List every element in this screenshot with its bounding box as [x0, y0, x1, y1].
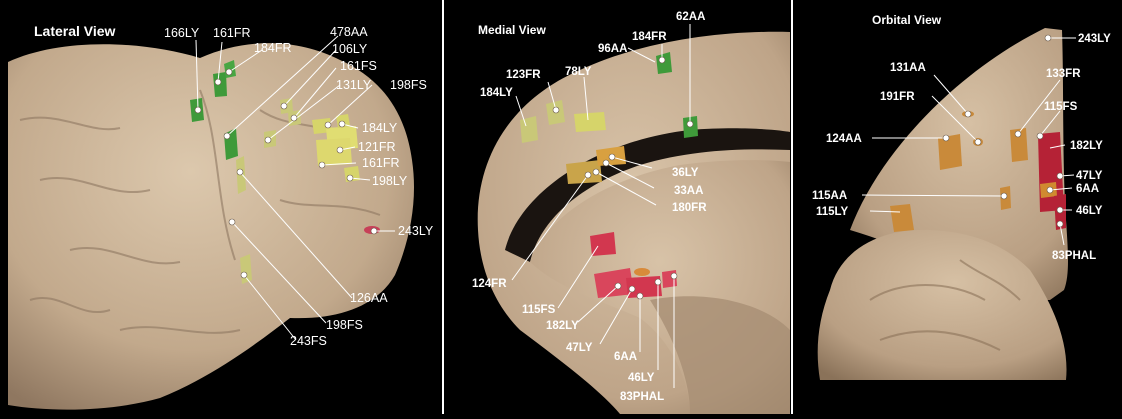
orbital-label-182LY: 182LY [1070, 140, 1103, 152]
lateral-label-161FR-2: 161FR [362, 156, 400, 170]
medial-label-180FR: 180FR [672, 202, 707, 214]
medial-panel: Medial View 62AA 184FR 96AA 123FR 78LY 1… [472, 11, 790, 414]
orbital-label-243LY: 243LY [1078, 33, 1111, 45]
lateral-label-243LY: 243LY [398, 224, 434, 238]
medial-label-182LY: 182LY [546, 320, 579, 332]
medial-label-83PHAL: 83PHAL [620, 391, 664, 403]
lateral-label-131LY: 131LY [336, 78, 372, 92]
lateral-label-243FS: 243FS [290, 334, 327, 348]
lateral-label-161FR: 161FR [213, 26, 251, 40]
lateral-label-126AA: 126AA [350, 291, 388, 305]
lateral-label-166LY: 166LY [164, 26, 200, 40]
orbital-label-115FS: 115FS [1044, 101, 1078, 113]
lateral-brain-surface [8, 43, 414, 409]
lateral-label-184FR: 184FR [254, 41, 292, 55]
medial-label-123FR: 123FR [506, 69, 541, 81]
lateral-label-184LY: 184LY [362, 121, 398, 135]
lateral-panel: Lateral View 166LY 161FR 184FR 478AA 106… [8, 23, 434, 410]
medial-label-47LY: 47LY [566, 342, 593, 354]
lateral-label-198LY: 198LY [372, 174, 408, 188]
orbital-label-131AA: 131AA [890, 62, 926, 74]
medial-label-36LY: 36LY [672, 167, 699, 179]
orbital-panel: Orbital View 243LY 131AA 133FR 191FR 115… [812, 13, 1111, 380]
medial-label-62AA: 62AA [676, 11, 705, 23]
orbital-label-47LY: 47LY [1076, 170, 1103, 182]
medial-label-124FR: 124FR [472, 278, 507, 290]
orbital-label-6AA: 6AA [1076, 183, 1099, 195]
medial-label-6AA: 6AA [614, 351, 637, 363]
orbital-label-124AA: 124AA [826, 133, 862, 145]
orbital-view-title: Orbital View [872, 13, 942, 27]
orbital-label-83PHAL: 83PHAL [1052, 250, 1096, 262]
lateral-view-title: Lateral View [34, 23, 116, 39]
orbital-label-191FR: 191FR [880, 91, 915, 103]
lateral-label-198FS: 198FS [390, 78, 427, 92]
medial-label-115FS: 115FS [522, 304, 556, 316]
lateral-label-121FR: 121FR [358, 140, 396, 154]
lateral-label-161FS: 161FS [340, 59, 377, 73]
orbital-label-115AA: 115AA [812, 190, 847, 202]
medial-label-184LY: 184LY [480, 87, 513, 99]
medial-label-96AA: 96AA [598, 43, 627, 55]
lateral-label-106LY: 106LY [332, 42, 368, 56]
medial-label-78LY: 78LY [565, 66, 592, 78]
medial-view-title: Medial View [478, 23, 546, 37]
lateral-label-198FS-2: 198FS [326, 318, 363, 332]
orbital-label-46LY: 46LY [1076, 205, 1103, 217]
medial-label-184FR: 184FR [632, 31, 667, 43]
orbital-label-133FR: 133FR [1046, 68, 1081, 80]
medial-label-33AA: 33AA [674, 185, 703, 197]
orbital-label-115LY: 115LY [816, 206, 849, 218]
medial-label-46LY: 46LY [628, 372, 655, 384]
lateral-label-478AA: 478AA [330, 25, 368, 39]
